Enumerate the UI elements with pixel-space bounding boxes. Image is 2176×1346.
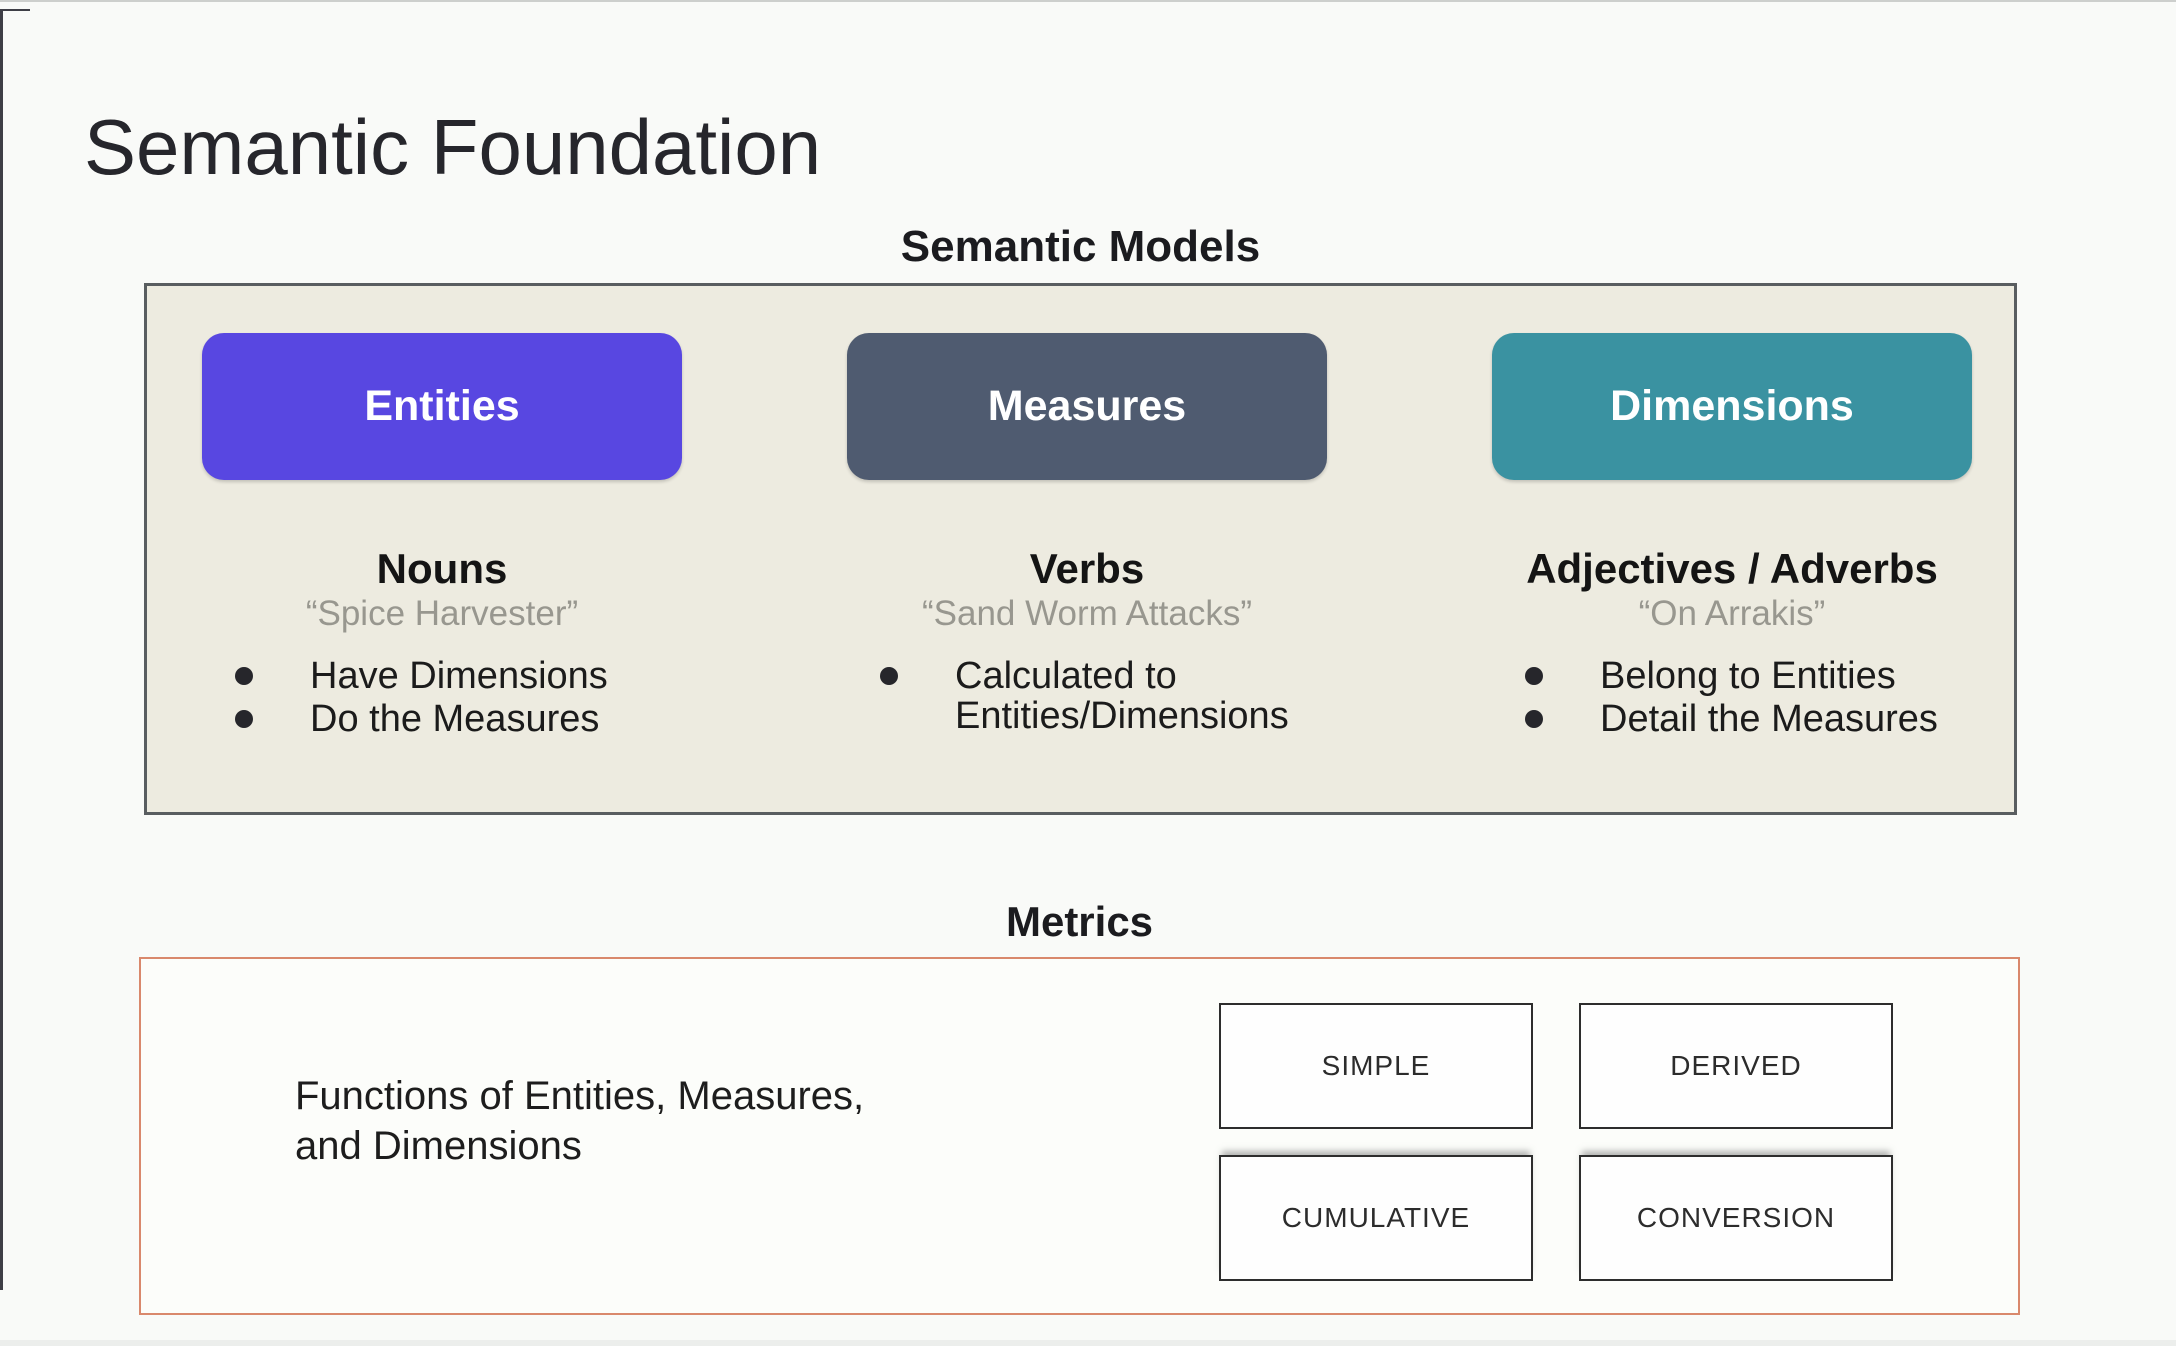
page-title: Semantic Foundation	[84, 103, 822, 192]
entities-shape: Entities	[202, 333, 682, 480]
bullet-dot-icon	[1525, 667, 1543, 685]
bullet-text: Do the Measures	[310, 698, 600, 740]
entities-column: Entities Nouns “Spice Harvester” Have Di…	[197, 286, 687, 739]
bullet-text: Have Dimensions	[310, 655, 608, 697]
bullet-item: Calculated to Entities/Dimensions	[880, 656, 1332, 736]
metric-types-grid: SIMPLE DERIVED CUMULATIVE CONVERSION	[1219, 1003, 1893, 1281]
slide-left-edge	[0, 10, 3, 1290]
bullet-item: Have Dimensions	[235, 656, 687, 696]
dimensions-example: “On Arrakis”	[1638, 594, 1826, 633]
metric-type-simple: SIMPLE	[1219, 1003, 1533, 1129]
entities-bullet-list: Have Dimensions Do the Measures	[197, 656, 687, 739]
dimensions-role-label: Adjectives / Adverbs	[1526, 545, 1938, 592]
metric-type-conversion: CONVERSION	[1579, 1155, 1893, 1281]
measures-example: “Sand Worm Attacks”	[921, 594, 1252, 633]
dimensions-bullet-list: Belong to Entities Detail the Measures	[1487, 656, 1977, 739]
measures-role-label: Verbs	[1029, 545, 1145, 592]
metrics-description: Functions of Entities, Measures, and Dim…	[295, 1071, 864, 1171]
dimensions-column: Dimensions Adjectives / Adverbs “On Arra…	[1487, 286, 1977, 739]
dimensions-shape: Dimensions	[1492, 333, 1972, 480]
metrics-panel: Functions of Entities, Measures, and Dim…	[139, 957, 2020, 1315]
slide-bottom-edge	[0, 1340, 2176, 1346]
bullet-dot-icon	[1525, 710, 1543, 728]
bullet-dot-icon	[235, 667, 253, 685]
bullet-text: Calculated to Entities/Dimensions	[955, 655, 1289, 737]
metrics-heading: Metrics	[1005, 898, 1154, 945]
slide-top-edge	[0, 0, 2176, 2]
bullet-dot-icon	[235, 710, 253, 728]
measures-column: Measures Verbs “Sand Worm Attacks” Calcu…	[842, 286, 1332, 736]
slide-corner-line	[0, 9, 30, 11]
entities-role-label: Nouns	[376, 545, 508, 592]
metric-type-cumulative: CUMULATIVE	[1219, 1155, 1533, 1281]
semantic-models-heading: Semantic Models	[900, 222, 1261, 271]
entities-example: “Spice Harvester”	[305, 594, 579, 633]
bullet-text: Belong to Entities	[1600, 655, 1896, 697]
semantic-models-panel: Entities Nouns “Spice Harvester” Have Di…	[144, 283, 2017, 815]
measures-bullet-list: Calculated to Entities/Dimensions	[842, 656, 1332, 736]
metrics-description-line: and Dimensions	[295, 1124, 582, 1168]
measures-shape: Measures	[847, 333, 1327, 480]
bullet-text: Detail the Measures	[1600, 698, 1938, 740]
metric-type-derived: DERIVED	[1579, 1003, 1893, 1129]
metrics-description-line: Functions of Entities, Measures,	[295, 1074, 865, 1118]
bullet-item: Do the Measures	[235, 699, 687, 739]
bullet-dot-icon	[880, 667, 898, 685]
bullet-item: Belong to Entities	[1525, 656, 1977, 696]
bullet-item: Detail the Measures	[1525, 699, 1977, 739]
